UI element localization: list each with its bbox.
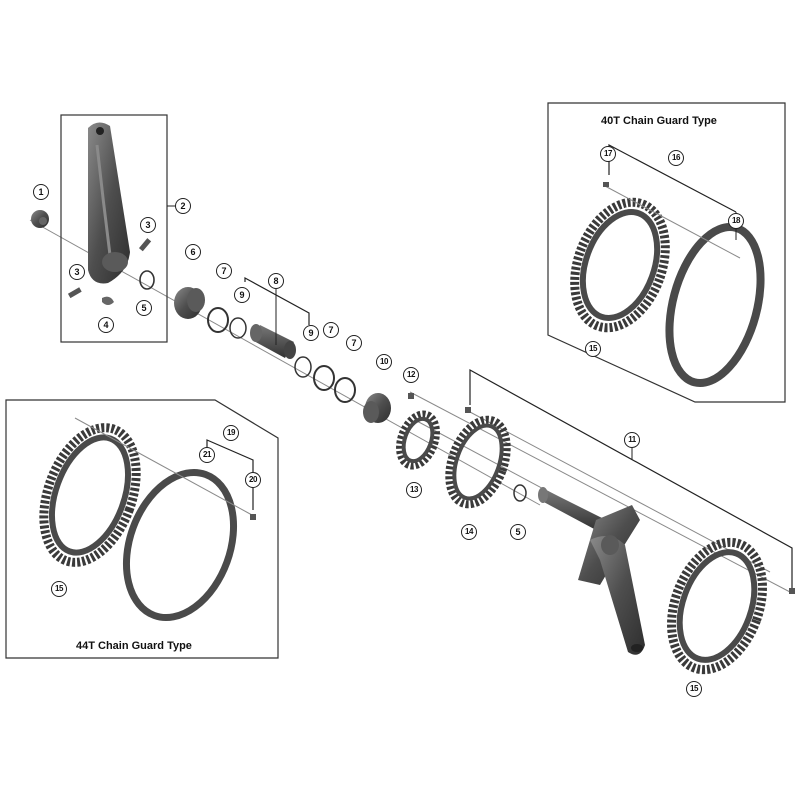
- callout-left-adapter: 6: [185, 244, 201, 260]
- right-crank-arm-shape: [538, 487, 645, 655]
- callout-chain-guard-bolt: 17: [600, 146, 616, 162]
- guard-40t-title: 40T Chain Guard Type: [601, 115, 717, 127]
- callout-arm-fixing-bolt: 3: [69, 264, 85, 280]
- callout-o-ring: 5: [136, 300, 152, 316]
- small-chainring-shape: [396, 410, 440, 470]
- callout-chain-guard-40t: 18: [728, 213, 744, 229]
- guard-44t-title: 44T Chain Guard Type: [76, 640, 192, 652]
- callout-spacer: 7: [346, 335, 362, 351]
- callout-outer-chainring: 15: [585, 341, 601, 357]
- left-adapter-shape: [174, 287, 205, 319]
- callout-small-chainring: 13: [406, 482, 422, 498]
- callout-o-ring: 5: [510, 524, 526, 540]
- callout-chain-guard-unit-40t: 16: [668, 150, 684, 166]
- callout-spacer: 7: [216, 263, 232, 279]
- callout-crank-arm-cap-bolt: 1: [33, 184, 49, 200]
- callout-outer-chainring: 15: [51, 581, 67, 597]
- crank-cap-bolt-shape: [31, 210, 49, 228]
- callout-safety-plate: 4: [98, 317, 114, 333]
- callout-middle-chainring: 14: [461, 524, 477, 540]
- middle-chainring-shape: [445, 415, 511, 509]
- callout-inner-cover: 8: [268, 273, 284, 289]
- callout-spacer: 7: [323, 322, 339, 338]
- callout-chain-guard-bolt: 20: [245, 472, 261, 488]
- left-crank-group-box: [60, 114, 168, 343]
- callout-seal-ring: 9: [303, 325, 319, 341]
- unit-11-bracket: [469, 368, 793, 588]
- inner-cover-shape: [250, 324, 296, 359]
- callout-arm-fixing-bolt: 3: [140, 217, 156, 233]
- guard-44t-box: [5, 399, 279, 659]
- callout-chainring-bolt: 12: [403, 367, 419, 383]
- callout-chain-guard-unit-44t: 19: [223, 425, 239, 441]
- callout-seal-ring: 9: [234, 287, 250, 303]
- callout-right-adapter: 10: [376, 354, 392, 370]
- callout-right-hand-crank-arm-unit: 11: [624, 432, 640, 448]
- callout-chain-guard-44t: 21: [199, 447, 215, 463]
- outer-chainring-shape: [667, 537, 767, 675]
- callout-outer-chainring: 15: [686, 681, 702, 697]
- callout-left-hand-crank-arm: 2: [175, 198, 191, 214]
